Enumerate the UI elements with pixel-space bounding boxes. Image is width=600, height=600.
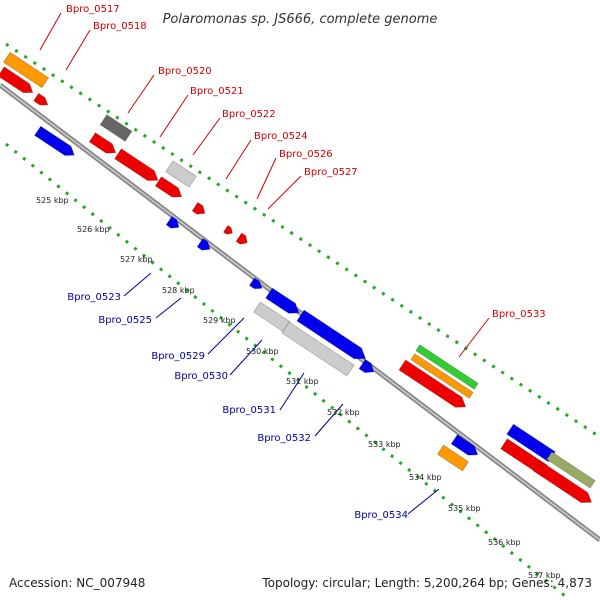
gene-label-bpro_0533[interactable]: Bpro_0533 — [492, 309, 546, 320]
label-leader — [65, 29, 91, 71]
gene-label-bpro_0532[interactable]: Bpro_0532 — [257, 433, 311, 444]
gene-label-bpro_0527[interactable]: Bpro_0527 — [304, 167, 358, 178]
gene-feature[interactable] — [99, 114, 133, 142]
gene-label-bpro_0517[interactable]: Bpro_0517 — [66, 4, 120, 15]
gene-feature[interactable] — [165, 215, 180, 229]
gene-feature[interactable] — [191, 201, 206, 215]
gene-feature[interactable] — [248, 277, 263, 290]
label-leader — [279, 372, 305, 411]
label-leader — [225, 139, 252, 180]
gene-feature[interactable] — [33, 92, 49, 106]
label-leader — [267, 175, 302, 210]
gene-label-bpro_0518[interactable]: Bpro_0518 — [93, 21, 147, 32]
scale-tick-label: 528 kbp — [162, 286, 195, 295]
gene-feature[interactable] — [546, 451, 596, 489]
label-leader — [127, 74, 155, 114]
scale-tick-label: 536 kbp — [488, 538, 521, 547]
label-leader — [256, 157, 277, 200]
gene-label-bpro_0525[interactable]: Bpro_0525 — [98, 315, 152, 326]
label-leader — [458, 317, 490, 358]
gene-feature[interactable] — [235, 232, 248, 245]
ruler-line — [5, 142, 571, 600]
scale-tick-label: 532 kbp — [327, 408, 360, 417]
gene-feature[interactable] — [410, 353, 474, 399]
gene-feature[interactable] — [114, 148, 159, 182]
scale-tick-label: 525 kbp — [36, 196, 69, 205]
gene-features — [0, 51, 596, 504]
scale-tick-label: 537 kbp — [528, 571, 561, 580]
gene-feature[interactable] — [196, 237, 211, 251]
gene-feature[interactable] — [506, 423, 556, 463]
scale-tick-label: 531 kbp — [286, 377, 319, 386]
gene-label-bpro_0524[interactable]: Bpro_0524 — [254, 131, 308, 142]
label-leader-lines — [39, 12, 490, 515]
gene-label-bpro_0526[interactable]: Bpro_0526 — [279, 149, 333, 160]
gene-feature[interactable] — [450, 434, 479, 456]
scale-tick-label: 526 kbp — [77, 225, 110, 234]
label-leader — [39, 12, 62, 51]
scale-tick-label: 530 kbp — [246, 347, 279, 356]
scale-tick-label: 533 kbp — [368, 440, 401, 449]
gene-label-bpro_0521[interactable]: Bpro_0521 — [190, 86, 244, 97]
scale-ticks: 525 kbp 526 kbp 527 kbp 528 kbp 529 kbp 530 k… — [36, 196, 561, 580]
gene-feature[interactable] — [222, 224, 233, 235]
label-leader — [229, 339, 263, 376]
gene-feature[interactable] — [34, 125, 75, 156]
genome-backbone — [0, 83, 600, 542]
gene-label-bpro_0523[interactable]: Bpro_0523 — [67, 292, 121, 303]
map-title: Polaromonas sp. JS666, complete genome — [163, 12, 438, 27]
gene-label-bpro_0520[interactable]: Bpro_0520 — [158, 66, 212, 77]
gene-label-bpro_0534[interactable]: Bpro_0534 — [354, 510, 408, 521]
scale-tick-label: 535 kbp — [448, 504, 481, 513]
scale-tick-label: 529 kbp — [203, 316, 236, 325]
gene-label-bpro_0530[interactable]: Bpro_0530 — [174, 371, 228, 382]
gene-feature[interactable] — [154, 176, 183, 198]
label-leader — [207, 317, 245, 355]
gene-feature[interactable] — [2, 51, 50, 89]
gene-feature[interactable] — [415, 344, 479, 390]
label-leader — [159, 94, 189, 138]
gene-feature[interactable] — [296, 309, 367, 360]
gene-labels: Bpro_0517Bpro_0518Bpro_0520Bpro_0521Bpro… — [66, 4, 546, 521]
accession-text: Accession: NC_007948 — [9, 576, 145, 590]
gene-label-bpro_0531[interactable]: Bpro_0531 — [222, 405, 276, 416]
gene-label-bpro_0522[interactable]: Bpro_0522 — [222, 109, 276, 120]
gene-feature[interactable] — [398, 359, 467, 408]
label-leader — [192, 117, 221, 156]
gene-feature[interactable] — [532, 460, 593, 504]
label-leader — [155, 297, 182, 319]
gene-feature[interactable] — [281, 321, 355, 377]
gene-feature[interactable] — [0, 66, 34, 94]
gene-feature[interactable] — [265, 287, 300, 314]
gene-feature[interactable] — [88, 132, 117, 154]
genome-summary-text: Topology: circular; Length: 5,200,264 bp… — [261, 576, 592, 590]
backbone-highlight — [0, 84, 600, 541]
label-leader — [314, 403, 344, 437]
scale-tick-label: 534 kbp — [409, 473, 442, 482]
gene-feature[interactable] — [165, 160, 197, 188]
gene-label-bpro_0529[interactable]: Bpro_0529 — [151, 351, 205, 362]
label-leader — [123, 272, 152, 297]
gene-feature[interactable] — [436, 444, 470, 472]
label-leader — [407, 488, 440, 515]
scale-tick-label: 527 kbp — [120, 255, 153, 264]
gene-feature[interactable] — [358, 359, 375, 374]
